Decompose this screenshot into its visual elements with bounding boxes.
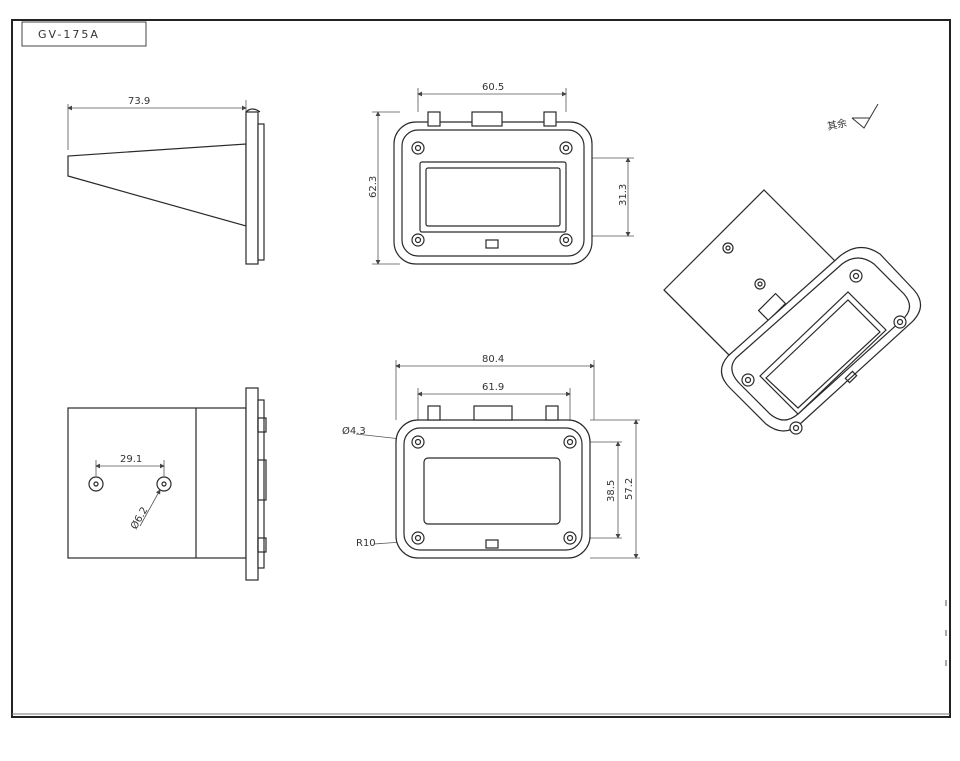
dim-side-width: 73.9: [128, 96, 150, 107]
finish-symbol-icon: [851, 103, 879, 129]
side-view-top: [67, 100, 265, 265]
finish-note: 其余: [826, 103, 879, 133]
isometric-view: [663, 189, 922, 435]
title-block: GV-175A: [21, 21, 147, 47]
dim-hole-diameter-front: Ø4.3: [342, 425, 366, 437]
dim-hole-spacing-vertical: 38.5: [606, 480, 617, 502]
dim-front-window-height: 31.3: [618, 184, 629, 206]
dim-hole-spacing: 29.1: [120, 454, 142, 465]
dim-corner-radius: R10: [356, 538, 376, 549]
dim-front-outer-height: 62.3: [368, 176, 379, 198]
dim-front-outer-width: 60.5: [482, 82, 504, 93]
sheet-border: [11, 19, 951, 718]
side-view-bottom: [67, 387, 267, 581]
finish-note-text: 其余: [826, 116, 848, 133]
dim-overall-width: 80.4: [482, 354, 504, 365]
dim-inner-width: 61.9: [482, 382, 504, 393]
front-view-top: [372, 88, 634, 265]
front-view-bottom: [355, 360, 640, 559]
dim-overall-height: 57.2: [624, 478, 635, 500]
part-number: GV-175A: [38, 28, 100, 41]
